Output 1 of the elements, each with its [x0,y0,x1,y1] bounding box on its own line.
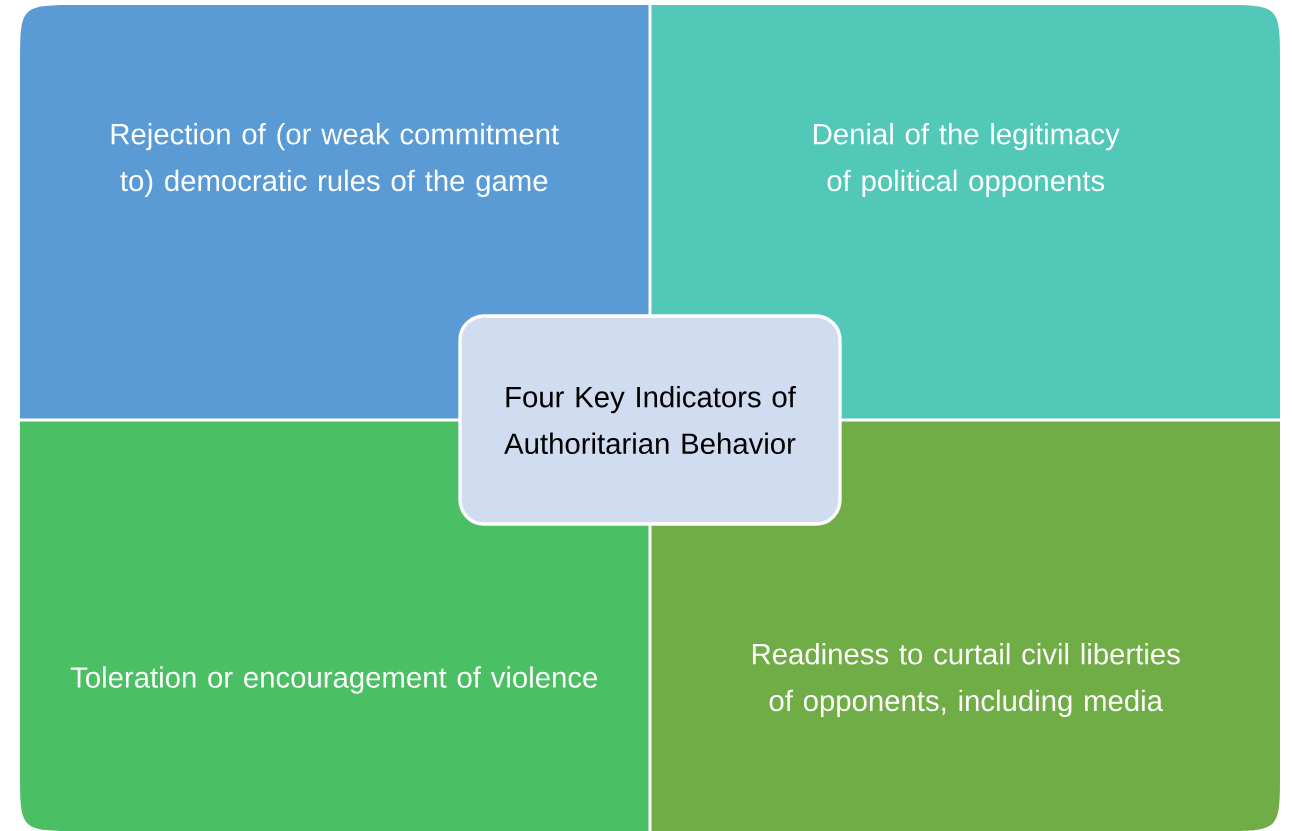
center-box: Four Key Indicators of Authoritarian Behavior [458,314,842,526]
